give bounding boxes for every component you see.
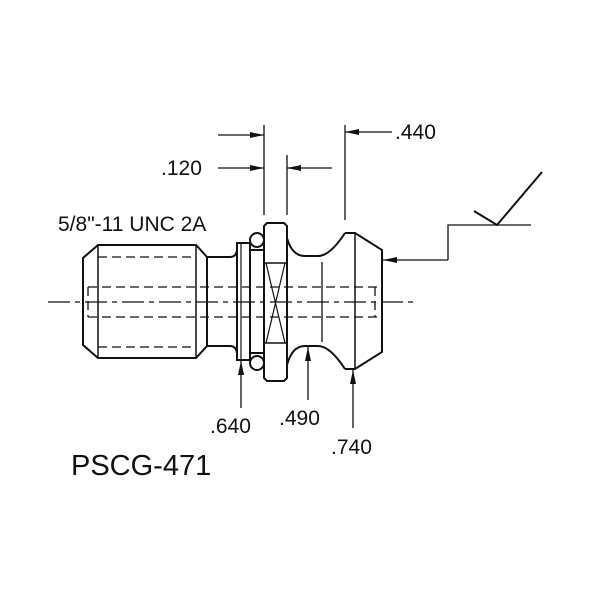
dimension-flange-width: .120 — [161, 157, 202, 180]
thread-spec-label: 5/8"-11 UNC 2A — [58, 213, 207, 236]
dimension-head-diameter: .740 — [331, 436, 372, 459]
dimension-collar-diameter: .640 — [210, 415, 251, 438]
o-ring-top — [249, 232, 265, 248]
head — [345, 232, 383, 370]
dimension-head-length: .440 — [395, 121, 436, 144]
part-number: PSCG-471 — [71, 450, 212, 482]
o-ring-bottom — [249, 355, 265, 371]
surface-finish-symbol — [473, 171, 543, 227]
surface-finish-leader — [447, 224, 531, 260]
hex-flange — [263, 222, 288, 382]
dimension-neck-diameter: .490 — [279, 407, 320, 430]
waist — [286, 232, 346, 370]
